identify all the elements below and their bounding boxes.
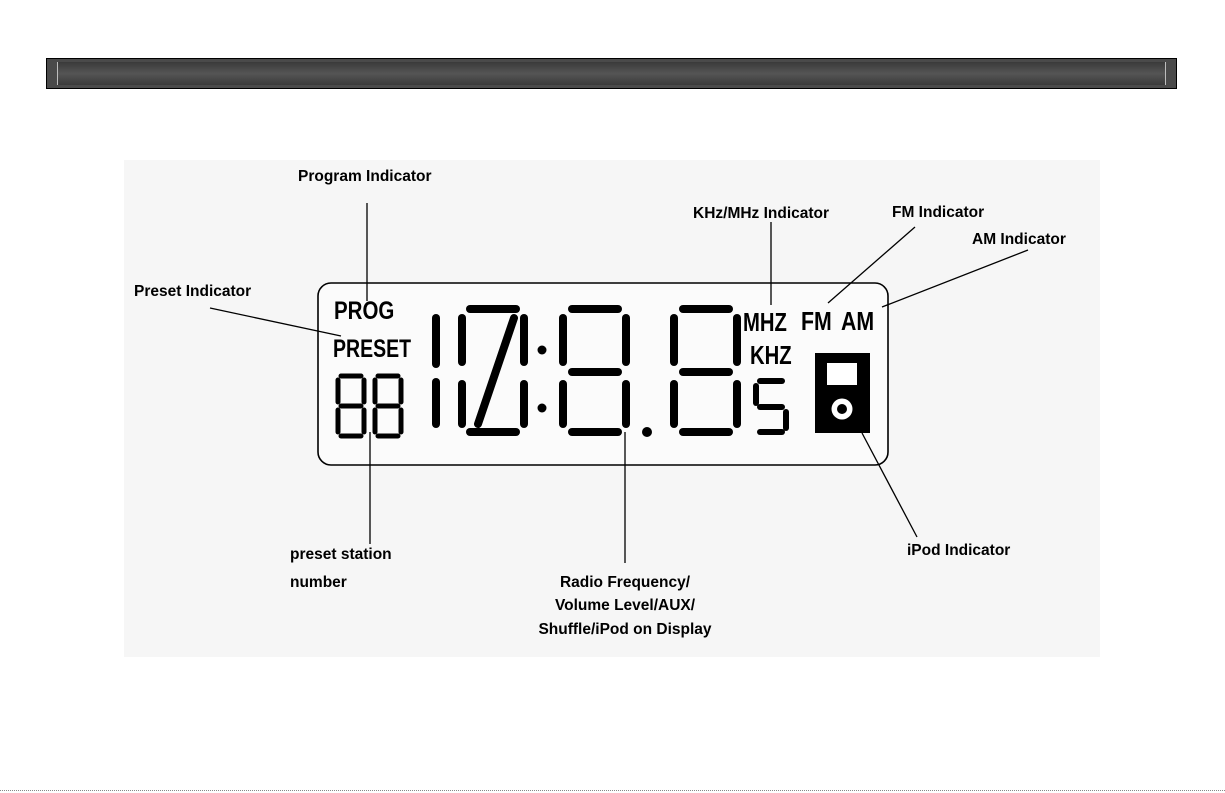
label-program-indicator: Program Indicator [298,168,432,185]
lcd-mhz-text: MHZ [743,308,787,337]
leader-ipod [862,433,917,537]
colon-dot-bottom [538,404,547,413]
label-am-indicator: AM Indicator [972,231,1066,248]
decimal-dot [642,427,652,437]
label-ipod-indicator: iPod Indicator [907,542,1010,559]
lcd-khz-text: KHZ [750,341,792,370]
ipod-icon [815,353,870,433]
colon-dot-top [538,346,547,355]
label-radio-frequency-line2: Volume Level/AUX/ [555,597,696,614]
label-fm-indicator: FM Indicator [892,204,984,221]
label-khz-mhz-indicator: KHz/MHz Indicator [693,205,829,222]
lcd-preset-text: PRESET [333,335,411,363]
label-preset-indicator: Preset Indicator [134,283,251,300]
label-radio-frequency-line3: Shuffle/iPod on Display [538,621,711,638]
lcd-fm-text: FM [801,307,832,337]
lcd-prog-text: PROG [334,296,394,324]
lcd-am-text: AM [841,307,874,337]
label-preset-station-line1: preset station [290,546,392,563]
label-radio-frequency-line1: Radio Frequency/ [560,574,691,591]
label-preset-station-line2: number [290,574,347,591]
leader-am [882,250,1028,307]
